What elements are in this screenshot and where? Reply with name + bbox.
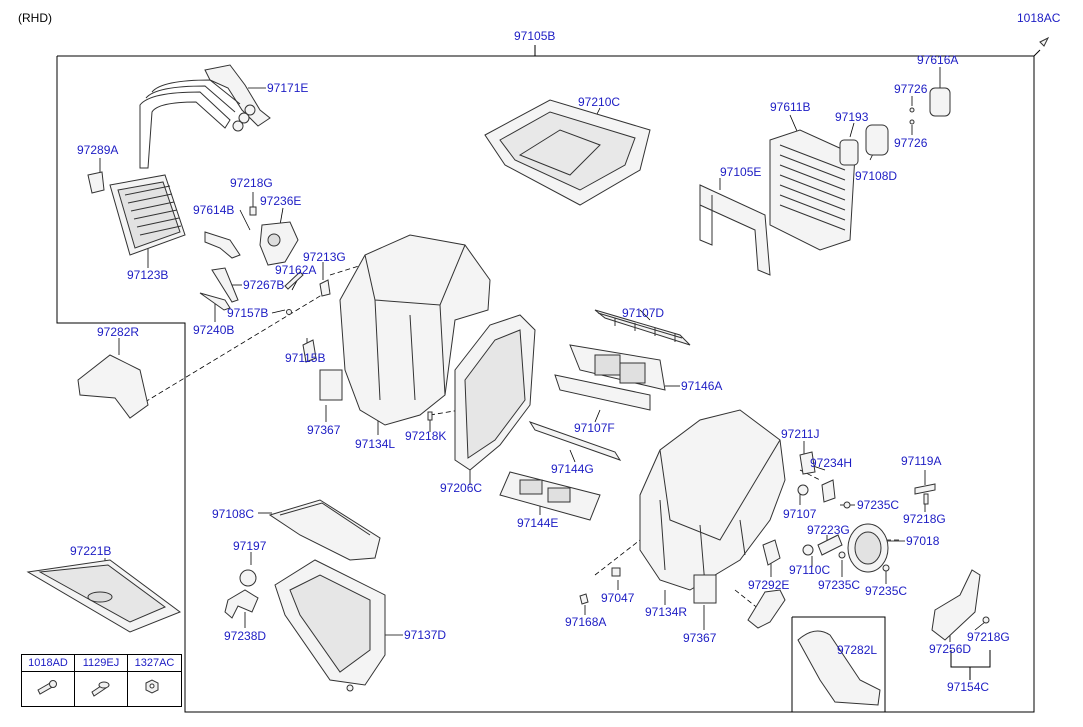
label-97292E[interactable]: 97292E [748, 578, 790, 592]
label-97210C[interactable]: 97210C [578, 95, 621, 109]
label-97047[interactable]: 97047 [601, 591, 635, 605]
sensor-97267B [211, 267, 239, 303]
label-97367-b[interactable]: 97367 [683, 631, 717, 645]
label-97115B[interactable]: 97115B [285, 351, 326, 365]
label-97211J[interactable]: 97211J [781, 427, 820, 441]
legend-code: 1018AD [22, 655, 74, 672]
label-97123B[interactable]: 97123B [127, 268, 169, 282]
housing-left-97134L [339, 234, 491, 426]
label-97235C-b[interactable]: 97235C [818, 578, 861, 592]
legend-code: 1327AC [128, 655, 181, 672]
clip-97289A [87, 171, 105, 194]
hose-97238D [224, 589, 259, 619]
label-97726-a[interactable]: 97726 [894, 82, 928, 96]
label-97218G-a[interactable]: 97218G [230, 176, 273, 190]
label-97218K[interactable]: 97218K [405, 429, 447, 443]
label-97108D[interactable]: 97108D [855, 169, 898, 183]
label-97282R[interactable]: 97282R [97, 325, 140, 339]
fastener-legend: 1018AD 1129EJ 1327AC [21, 654, 182, 707]
grommet-97197 [239, 569, 257, 587]
label-97134R[interactable]: 97134R [645, 605, 688, 619]
legend-cell-1[interactable]: 1018AD [22, 655, 75, 706]
evaporator-97611B [769, 129, 856, 251]
label-97235C-a[interactable]: 97235C [857, 498, 900, 512]
label-97144E[interactable]: 97144E [517, 516, 559, 530]
legend-cell-3[interactable]: 1327AC [128, 655, 181, 706]
label-97206C[interactable]: 97206C [440, 481, 483, 495]
label-97235C-c[interactable]: 97235C [865, 584, 908, 598]
label-97611B[interactable]: 97611B [770, 100, 811, 114]
label-97234H[interactable]: 97234H [810, 456, 853, 470]
duct-97292E [747, 589, 786, 629]
label-97614B[interactable]: 97614B [193, 203, 235, 217]
label-97282L[interactable]: 97282L [837, 643, 878, 657]
label-97018[interactable]: 97018 [906, 534, 940, 548]
label-97134L[interactable]: 97134L [355, 437, 396, 451]
label-97616A[interactable]: 97616A [917, 53, 959, 67]
label-97146A[interactable]: 97146A [681, 379, 723, 393]
label-97223G[interactable]: 97223G [807, 523, 850, 537]
gasket-97108D [865, 124, 889, 156]
label-97168A[interactable]: 97168A [565, 615, 607, 629]
label-97107F[interactable]: 97107F [574, 421, 615, 435]
sensor-97614B [204, 231, 241, 259]
heater-pipes-97171E [139, 64, 271, 169]
label-97157B[interactable]: 97157B [227, 306, 269, 320]
label-97218G-b[interactable]: 97218G [903, 512, 946, 526]
label-assembly[interactable]: 97105B [514, 29, 556, 43]
legend-code: 1129EJ [75, 655, 127, 672]
label-97240B[interactable]: 97240B [193, 323, 235, 337]
label-97193[interactable]: 97193 [835, 110, 869, 124]
label-97289A[interactable]: 97289A [77, 143, 119, 157]
filter-97107F [554, 374, 651, 411]
label-97107[interactable]: 97107 [783, 507, 817, 521]
gasket-97193 [839, 139, 859, 166]
label-97238D[interactable]: 97238D [224, 629, 267, 643]
nut-icon [145, 679, 159, 694]
label-97367-a[interactable]: 97367 [307, 423, 341, 437]
housing-right-97134R [639, 409, 786, 591]
label-97162A[interactable]: 97162A [275, 263, 317, 277]
label-97105E[interactable]: 97105E [720, 165, 762, 179]
strip-97144G [528, 421, 622, 461]
duct-97282L [797, 630, 881, 706]
heater-core-97123B [109, 174, 186, 256]
cover-97108C [268, 499, 381, 561]
legend-cell-2[interactable]: 1129EJ [75, 655, 128, 706]
duct-97282R [77, 354, 149, 419]
block-97616A [929, 87, 951, 117]
label-97267B[interactable]: 97267B [243, 278, 285, 292]
seal-97105E [699, 184, 771, 276]
label-97236E[interactable]: 97236E [260, 194, 302, 208]
label-97154C[interactable]: 97154C [947, 680, 990, 694]
label-97119A[interactable]: 97119A [901, 454, 942, 468]
label-97221B[interactable]: 97221B [70, 544, 112, 558]
label-97108C[interactable]: 97108C [212, 507, 255, 521]
label-97213G[interactable]: 97213G [303, 250, 346, 264]
inset-box-97282L [791, 616, 886, 712]
label-97144G[interactable]: 97144G [551, 462, 594, 476]
bracket-97256D [931, 569, 981, 641]
flange-bolt-icon [91, 681, 110, 697]
assembly-frame [56, 45, 1035, 713]
label-97218G-c[interactable]: 97218G [967, 630, 1010, 644]
label-fastener-top[interactable]: 1018AC [1017, 11, 1061, 25]
label-97137D[interactable]: 97137D [404, 628, 447, 642]
label-97110C[interactable]: 97110C [789, 563, 831, 577]
label-97171E[interactable]: 97171E [267, 81, 309, 95]
bolt-icon [37, 680, 57, 695]
label-97197[interactable]: 97197 [233, 539, 267, 553]
wire-97240B [199, 292, 231, 311]
label-97107D[interactable]: 97107D [622, 306, 665, 320]
label-97726-b[interactable]: 97726 [894, 136, 928, 150]
motor-97018 [847, 523, 889, 573]
variant-label: (RHD) [18, 11, 52, 25]
label-97256D[interactable]: 97256D [929, 642, 972, 656]
